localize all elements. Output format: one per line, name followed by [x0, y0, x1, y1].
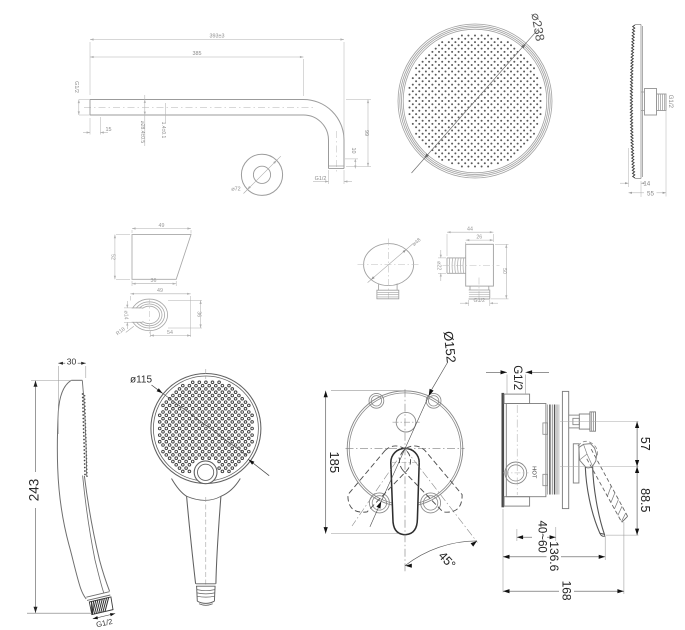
svg-text:⌀48: ⌀48 [411, 237, 422, 247]
svg-text:36: 36 [151, 278, 157, 284]
svg-text:57: 57 [638, 437, 652, 451]
svg-text:50: 50 [501, 268, 507, 274]
svg-text:99: 99 [363, 130, 369, 136]
svg-text:26: 26 [476, 235, 482, 241]
svg-text:168: 168 [560, 581, 574, 601]
svg-text:⌀22: ⌀22 [436, 261, 442, 270]
svg-text:G1/2: G1/2 [95, 617, 113, 629]
svg-text:Ø152: Ø152 [441, 330, 459, 363]
svg-text:44: 44 [467, 227, 473, 233]
svg-text:G1/2: G1/2 [315, 176, 327, 182]
svg-text:R18: R18 [115, 326, 126, 337]
svg-text:⌀28.4±0.5: ⌀28.4±0.5 [139, 121, 145, 144]
svg-text:G1/2: G1/2 [511, 365, 523, 390]
svg-text:⌀72: ⌀72 [231, 187, 240, 193]
svg-text:185: 185 [327, 451, 342, 473]
svg-text:88.5: 88.5 [638, 488, 652, 512]
svg-text:243: 243 [27, 479, 42, 502]
svg-text:1.4±0.1: 1.4±0.1 [160, 122, 166, 139]
svg-text:G1/2: G1/2 [473, 298, 485, 304]
svg-text:36: 36 [195, 311, 201, 317]
svg-text:ø115: ø115 [130, 374, 152, 385]
svg-text:⌀238: ⌀238 [528, 12, 547, 42]
svg-text:385: 385 [193, 51, 202, 57]
svg-text:G1/2: G1/2 [73, 81, 79, 93]
svg-text:49: 49 [157, 288, 163, 294]
svg-text:14: 14 [643, 181, 650, 188]
svg-text:30: 30 [67, 356, 77, 366]
svg-text:55: 55 [647, 191, 654, 198]
svg-text:136.6: 136.6 [547, 541, 561, 571]
svg-text:15: 15 [106, 127, 112, 133]
svg-text:G1/2: G1/2 [667, 95, 674, 109]
svg-text:393±3: 393±3 [210, 34, 225, 40]
svg-text:HOT: HOT [531, 466, 537, 479]
svg-text:⌀14: ⌀14 [122, 311, 128, 320]
svg-text:40~60: 40~60 [535, 520, 547, 552]
svg-text:54: 54 [167, 330, 173, 336]
svg-text:52: 52 [110, 254, 116, 260]
svg-text:49: 49 [159, 223, 165, 229]
svg-text:10: 10 [350, 148, 356, 154]
